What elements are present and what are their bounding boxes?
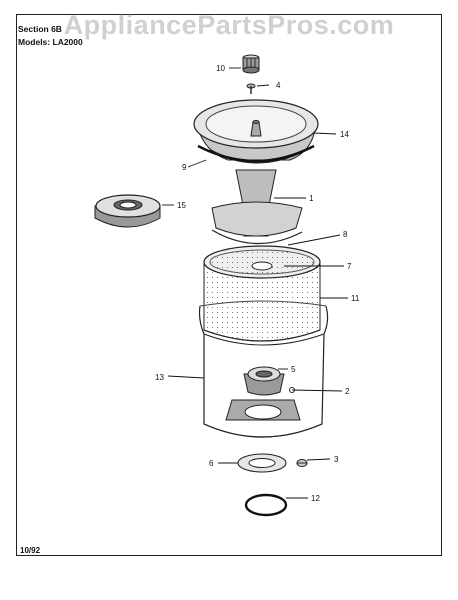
- section-label: Section: [18, 24, 49, 34]
- part-1-agitator-post: [211, 169, 303, 237]
- part-9-seal: [197, 144, 315, 163]
- callout-12: 12: [311, 494, 320, 503]
- callout-7: 7: [347, 262, 352, 271]
- part-15-ring: [94, 194, 161, 228]
- footer-date: 10/92: [20, 546, 41, 555]
- callout-2: 2: [345, 387, 350, 396]
- callout-10: 10: [216, 64, 225, 73]
- callout-15: 15: [177, 201, 186, 210]
- callout-5: 5: [291, 365, 296, 374]
- callout-14: 14: [340, 130, 349, 139]
- section-value: 6B: [51, 24, 62, 34]
- part-2-fitting: [225, 387, 301, 421]
- callout-1: 1: [309, 194, 314, 203]
- part-4-screw: [246, 83, 256, 94]
- part-13-outer-tub: [198, 300, 329, 438]
- models-label: Models:: [18, 37, 51, 47]
- callout-8: 8: [343, 230, 348, 239]
- callout-6: 6: [209, 459, 214, 468]
- callout-9: 9: [182, 163, 187, 172]
- callout-3: 3: [334, 455, 339, 464]
- part-12-o-ring: [244, 493, 288, 517]
- watermark: AppliancePartsPros.com: [63, 10, 395, 40]
- callout-leaders: [162, 67, 348, 499]
- models-value: LA2000: [52, 37, 83, 47]
- models-header: Models: LA2000: [18, 37, 83, 47]
- part-6-flange: [237, 453, 287, 473]
- part-11-basket: [203, 245, 321, 342]
- section-header: Section 6B: [18, 24, 62, 34]
- callout-13: 13: [155, 373, 164, 382]
- part-10-cap: [242, 54, 260, 74]
- diagram-frame: [16, 14, 442, 556]
- part-5-port: [243, 366, 285, 396]
- callout-11: 11: [351, 294, 360, 303]
- part-8-gasket: [211, 229, 303, 245]
- part-3-nut: [296, 459, 308, 467]
- callout-4: 4: [276, 81, 281, 90]
